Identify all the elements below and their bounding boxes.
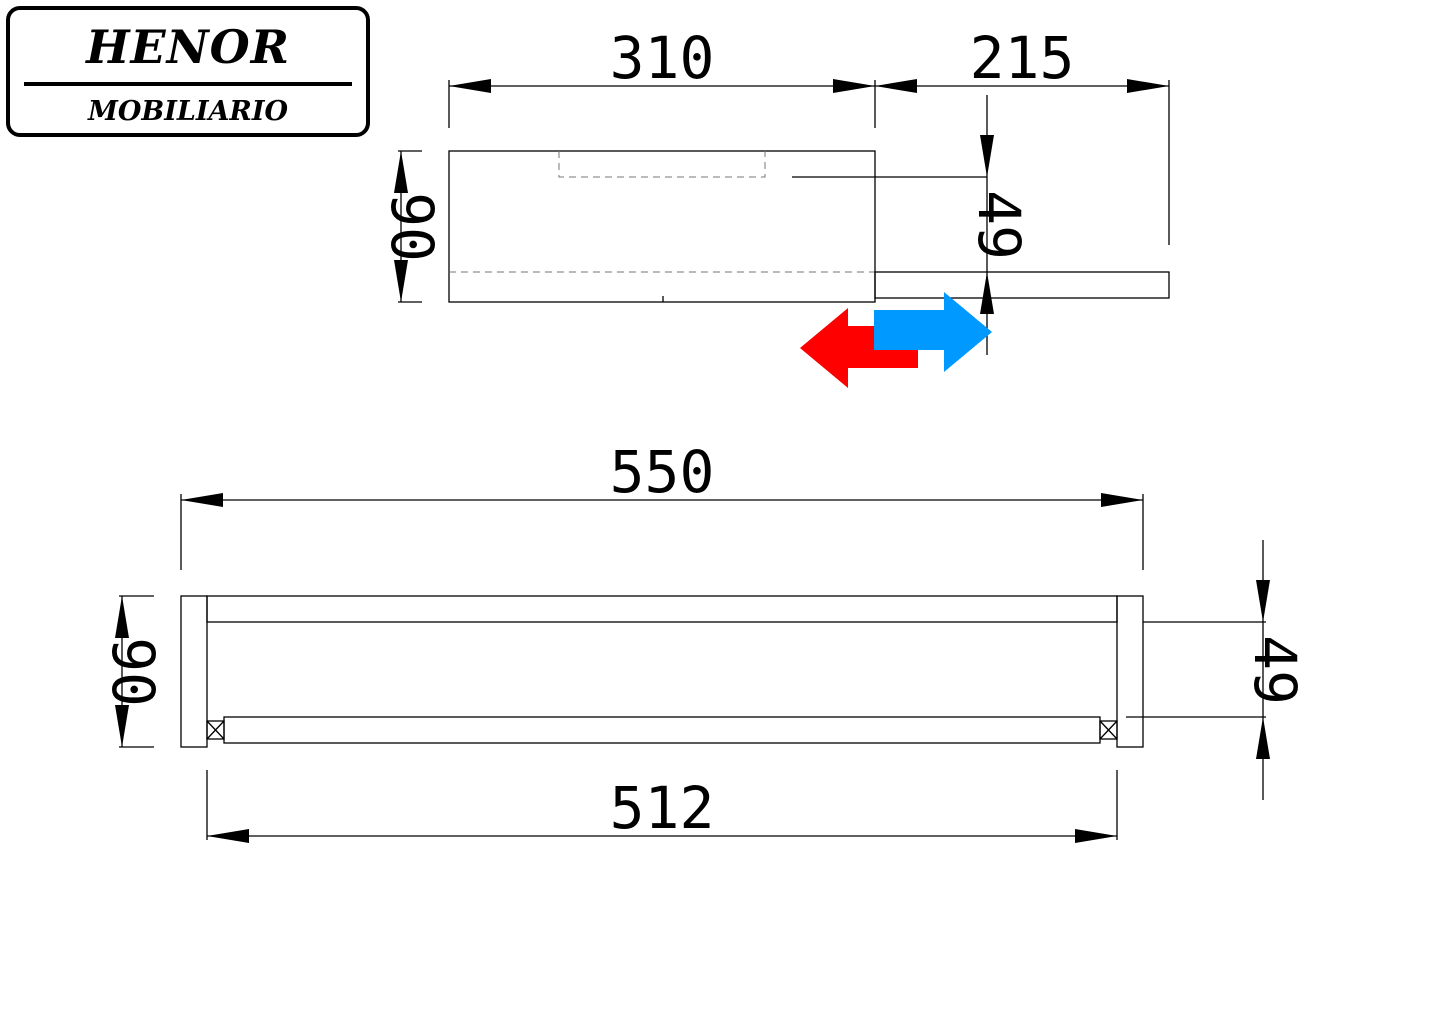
- rail-end-block-left: [206, 720, 225, 740]
- logo-subtitle: MOBILIARIO: [87, 96, 288, 127]
- dim-arrowhead: [980, 135, 994, 177]
- front-view-left-post: [180, 595, 208, 748]
- dim-arrowhead: [833, 79, 875, 93]
- side-view-extended-rail: [874, 271, 1170, 299]
- dim-arrowhead: [1101, 493, 1143, 507]
- dim-arrowhead: [1075, 829, 1117, 843]
- dim-arrowhead: [875, 79, 917, 93]
- dim-arrowhead: [449, 79, 491, 93]
- arrow-right-icon: [874, 292, 992, 372]
- dim-arrowhead: [181, 493, 223, 507]
- front-view-right-post: [1116, 595, 1144, 748]
- dim-label-inner-width: 512: [610, 774, 715, 842]
- front-view-bottom-rail: [223, 716, 1101, 744]
- side-view-hidden-recess: [558, 151, 766, 178]
- logo-divider: [24, 82, 352, 86]
- dim-label-height-side: 90: [378, 192, 446, 262]
- dim-label-rail-offset-front: 49: [1241, 635, 1309, 705]
- dim-arrowhead: [394, 151, 408, 193]
- dim-arrowhead: [1256, 717, 1270, 759]
- brand-logo: HENOR MOBILIARIO: [6, 6, 370, 137]
- rail-end-block-right: [1099, 720, 1118, 740]
- dim-label-depth: 310: [610, 24, 715, 92]
- dim-arrowhead: [115, 596, 129, 638]
- front-view-top-bar: [206, 595, 1118, 623]
- dim-arrowhead: [1256, 580, 1270, 622]
- dim-arrowhead: [207, 829, 249, 843]
- dim-arrowhead: [1127, 79, 1169, 93]
- side-view: 310 215 90 49: [378, 24, 1170, 388]
- dim-label-rail-offset-side: 49: [965, 190, 1033, 260]
- dim-arrowhead: [394, 260, 408, 302]
- front-view: 550 512 90 49: [99, 438, 1309, 843]
- logo-brand-name: HENOR: [86, 20, 290, 74]
- side-view-body: [448, 150, 876, 303]
- dim-arrowhead: [980, 272, 994, 314]
- dim-label-overall-width: 550: [610, 438, 715, 506]
- dim-label-height-front: 90: [99, 637, 167, 707]
- dim-arrowhead: [115, 705, 129, 747]
- dim-label-extension: 215: [970, 24, 1075, 92]
